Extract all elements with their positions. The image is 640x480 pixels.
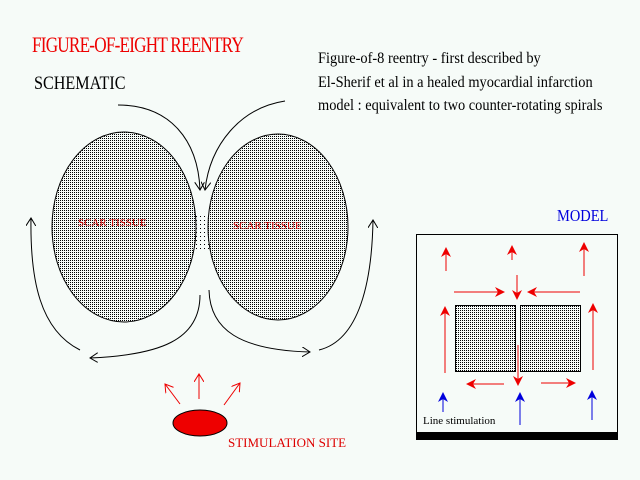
reentry-arrows	[31, 100, 373, 358]
stimulation-site	[165, 374, 240, 437]
description-line-1: Figure-of-8 reentry - first described by	[318, 50, 541, 67]
description-line-3: model : equivalent to two counter-rotati…	[318, 97, 603, 114]
isthmus	[195, 215, 209, 250]
page-title: FIGURE-OF-EIGHT REENTRY	[32, 32, 244, 57]
line-stimulation-label: Line stimulation	[423, 415, 496, 427]
right-scar-label: SCAR TISSUE	[233, 220, 302, 232]
schematic-heading: SCHEMATIC	[34, 73, 126, 94]
model-box	[416, 234, 618, 440]
model-heading: MODEL	[557, 206, 609, 225]
stimulation-site-label: STIMULATION SITE	[228, 435, 347, 450]
left-scar-label: SCAR TISSUE	[78, 217, 147, 229]
description-line-2: El-Sherif et al in a healed myocardial i…	[318, 74, 593, 91]
